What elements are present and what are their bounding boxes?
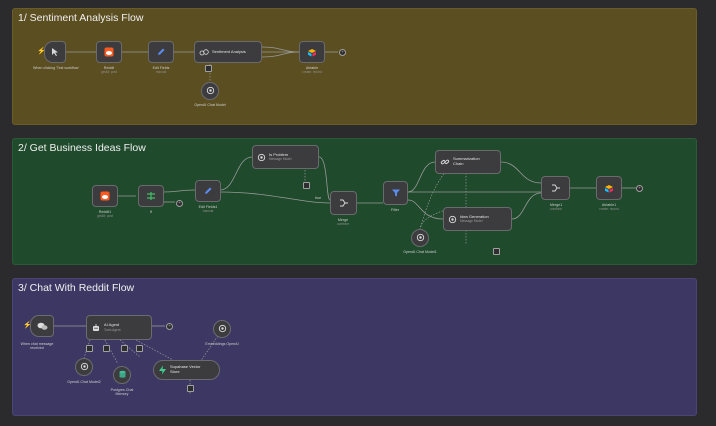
node-sentiment-analysis[interactable]: Sentiment Analysis xyxy=(194,41,262,63)
node-label: When chat message received xyxy=(20,342,54,351)
airtable-icon xyxy=(300,42,324,62)
node-edit-fields1[interactable] xyxy=(195,180,221,202)
node-title: Is Problem xyxy=(269,151,289,157)
node-summarization-chain[interactable]: Summarization Chain xyxy=(435,150,501,174)
pencil-icon xyxy=(149,42,173,62)
node-subtitle: Message Model xyxy=(269,157,292,162)
openai-icon xyxy=(80,358,89,376)
section-title: 3/ Chat With Reddit Flow xyxy=(18,282,135,294)
reddit-icon xyxy=(93,186,117,206)
node-airtable1[interactable] xyxy=(596,176,622,200)
model-handle[interactable] xyxy=(493,248,500,255)
trigger-bolt-icon: ⚡ xyxy=(37,48,46,55)
node-embeddings-openai[interactable] xyxy=(213,320,231,338)
sentiment-icon xyxy=(195,42,212,62)
airtable-icon xyxy=(597,177,621,199)
node-label: OpenAI Chat Model xyxy=(194,103,226,107)
node-if[interactable] xyxy=(138,185,164,207)
node-title: Sentiment Analysis xyxy=(212,48,246,54)
node-label: Postgres Chat Memory xyxy=(110,388,134,397)
model-handle[interactable] xyxy=(205,65,212,72)
add-node-button[interactable]: + xyxy=(636,185,643,192)
openai-icon xyxy=(444,208,460,230)
node-label: When clicking 'Test workflow' xyxy=(32,66,80,70)
section-title: 2/ Get Business Ideas Flow xyxy=(18,142,146,154)
openai-icon xyxy=(253,146,269,168)
node-subtitle: Tools Agent xyxy=(104,327,121,332)
robot-icon xyxy=(87,316,104,339)
model-handle[interactable] xyxy=(303,182,310,189)
node-reddit[interactable] xyxy=(96,41,122,63)
node-title: Summarization Chain xyxy=(453,156,480,166)
node-edit-fields[interactable] xyxy=(148,41,174,63)
node-openai-chat-model[interactable] xyxy=(201,82,219,100)
branch-label: true xyxy=(314,196,322,200)
add-node-button[interactable]: + xyxy=(166,323,173,330)
node-postgres-chat-memory[interactable] xyxy=(113,366,131,384)
memory-handle[interactable] xyxy=(103,345,110,352)
merge-icon xyxy=(331,192,356,214)
node-label: If xyxy=(150,210,152,214)
cursor-icon xyxy=(45,42,65,62)
node-label: Filter xyxy=(391,208,399,212)
tool-handle[interactable] xyxy=(121,345,128,352)
node-openai-chat-model2[interactable] xyxy=(75,358,93,376)
supabase-icon xyxy=(154,361,170,379)
node-title: Idea Generation xyxy=(460,213,489,219)
trigger-node-chat[interactable] xyxy=(30,315,54,337)
node-merge1[interactable] xyxy=(541,176,570,200)
chain-icon xyxy=(436,151,453,173)
embedding-handle[interactable] xyxy=(187,385,194,392)
node-reddit1[interactable] xyxy=(92,185,118,207)
if-icon xyxy=(139,186,163,206)
trigger-node-manual[interactable] xyxy=(44,41,66,63)
node-filter[interactable] xyxy=(383,181,408,205)
node-title: AI Agent xyxy=(104,322,120,328)
node-supabase-vector-store[interactable]: Supabase Vector Store xyxy=(153,360,220,380)
filter-icon xyxy=(384,182,407,204)
reddit-icon xyxy=(97,42,121,62)
section-sentiment-analysis: 1/ Sentiment Analysis Flow xyxy=(12,8,697,125)
chat-icon xyxy=(31,316,53,336)
openai-icon xyxy=(206,82,215,100)
section-business-ideas: 2/ Get Business Ideas Flow xyxy=(12,138,697,265)
add-node-button[interactable]: + xyxy=(176,200,183,207)
add-node-button[interactable]: + xyxy=(339,49,346,56)
node-label: OpenAI Chat Model1 xyxy=(403,250,437,254)
node-subtitle: Message Model xyxy=(460,219,483,224)
trigger-bolt-icon: ⚡ xyxy=(23,322,32,329)
node-openai-chat-model1[interactable] xyxy=(411,229,429,247)
database-icon xyxy=(118,366,127,384)
node-merge[interactable] xyxy=(330,191,357,215)
merge-icon xyxy=(542,177,569,199)
node-label: OpenAI Chat Model2 xyxy=(67,380,101,384)
tool-handle[interactable] xyxy=(136,345,143,352)
node-airtable[interactable] xyxy=(299,41,325,63)
pencil-icon xyxy=(196,181,220,201)
openai-icon xyxy=(218,320,227,338)
model-handle[interactable] xyxy=(86,345,93,352)
openai-icon xyxy=(416,229,425,247)
node-label: Embeddings OpenAI xyxy=(205,342,239,346)
section-title: 1/ Sentiment Analysis Flow xyxy=(18,12,144,24)
node-title: Supabase Vector Store xyxy=(170,364,201,374)
